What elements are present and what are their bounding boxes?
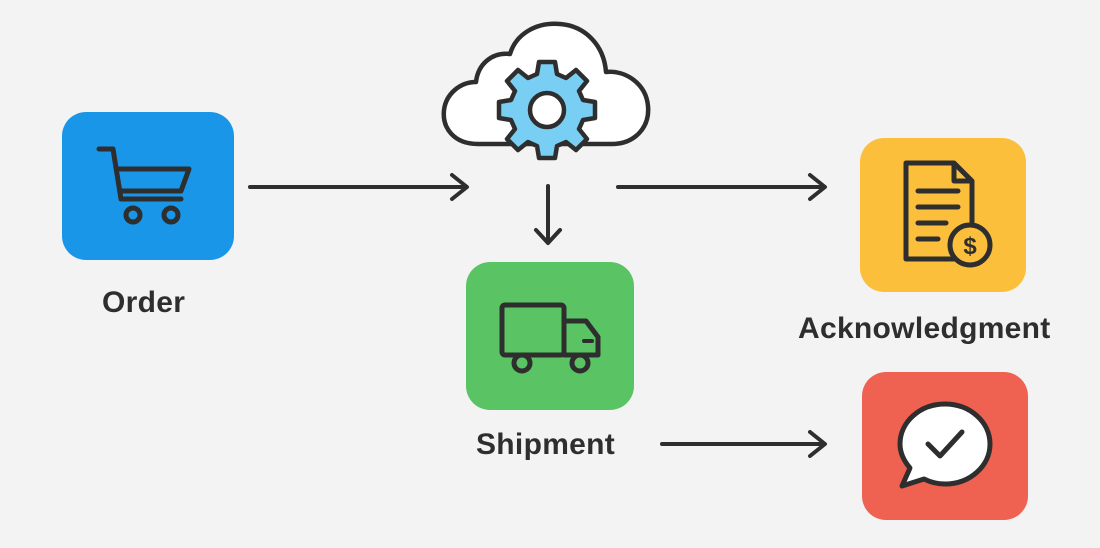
cloud-gear-icon (441, 21, 651, 161)
acknowledgment-node: $ (860, 138, 1026, 292)
order-label: Order (102, 286, 186, 319)
acknowledgment-label: Acknowledgment (798, 312, 1051, 345)
shipment-label: Shipment (476, 428, 616, 461)
delivery-truck-icon (499, 302, 601, 374)
order-node (62, 112, 234, 260)
invoice-dollar-icon: $ (903, 160, 993, 268)
svg-text:$: $ (963, 233, 977, 260)
chat-check-icon (897, 401, 993, 489)
confirmation-node (862, 372, 1028, 520)
shipment-node (466, 262, 634, 410)
shopping-cart-icon (96, 146, 192, 225)
